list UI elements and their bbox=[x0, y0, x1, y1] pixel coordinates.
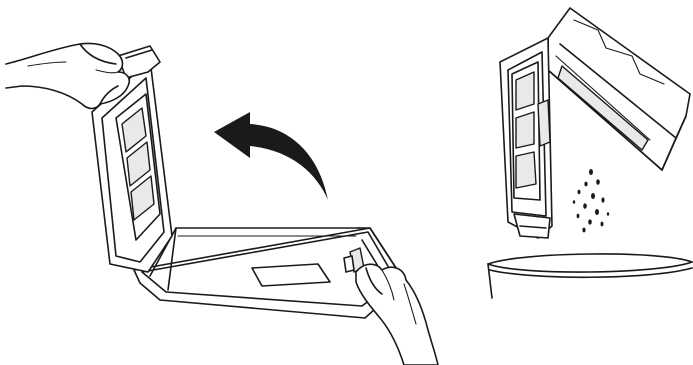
filter-lid bbox=[500, 38, 552, 238]
dustbin-body bbox=[548, 8, 690, 170]
trash-can-icon bbox=[488, 254, 692, 298]
debris-icon bbox=[573, 169, 609, 232]
open-dustbin-panel bbox=[6, 43, 438, 365]
empty-dustbin-panel bbox=[488, 8, 692, 298]
curved-arrow-icon bbox=[214, 112, 328, 200]
hand-icon bbox=[6, 43, 129, 108]
